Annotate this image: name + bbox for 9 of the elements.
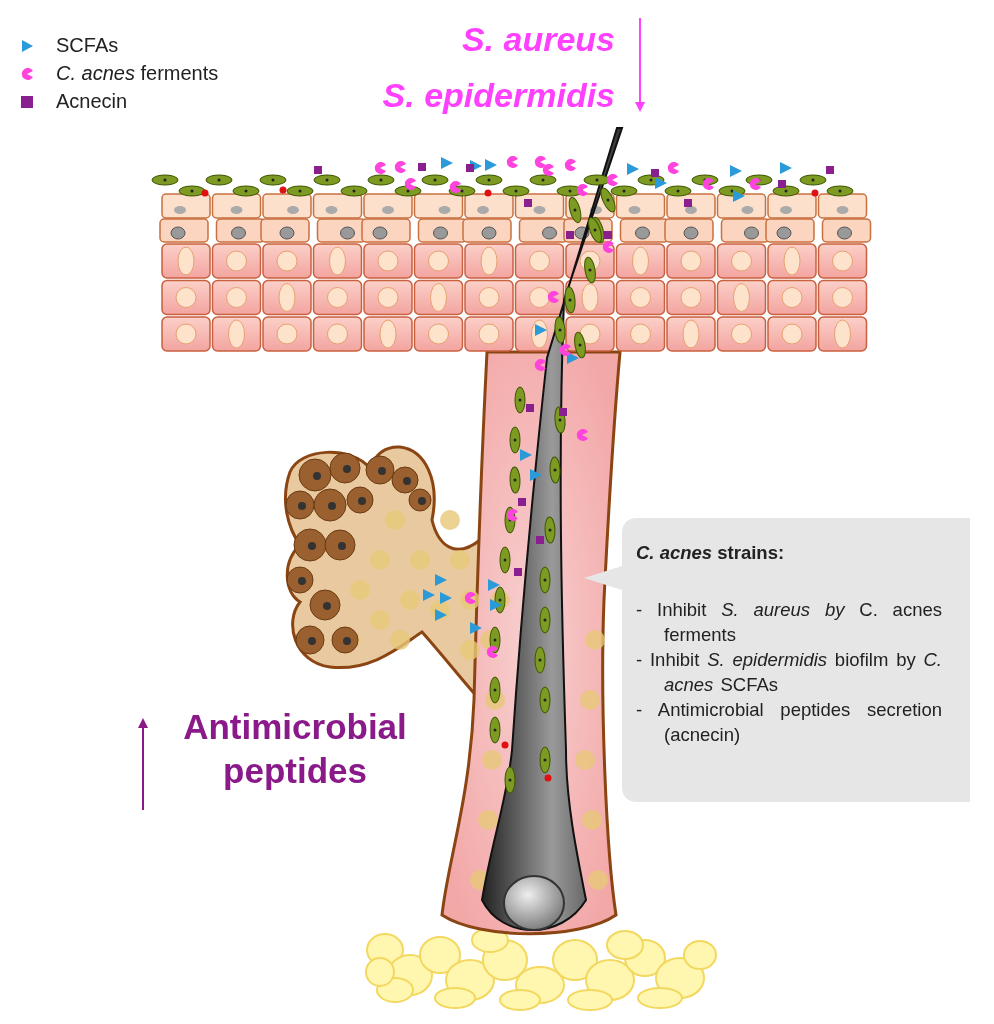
legend-label: C. acnes ferments <box>56 62 219 85</box>
effect-label: Antimicrobial peptides <box>182 706 408 792</box>
callout-heading: C. acnes strains: <box>636 541 786 565</box>
species-label: S. epidermidis <box>381 75 615 116</box>
callout-list-item: - Inhibit S. epidermidis biofilm by C. acnes SCFAs <box>636 648 942 697</box>
legend-label: SCFAs <box>56 34 119 57</box>
legend-label: Acnecin <box>56 90 128 113</box>
callout-list-item: - Antimicrobial peptides secretion (acnecin) <box>636 698 942 747</box>
species-label: S. aureus <box>460 19 615 60</box>
